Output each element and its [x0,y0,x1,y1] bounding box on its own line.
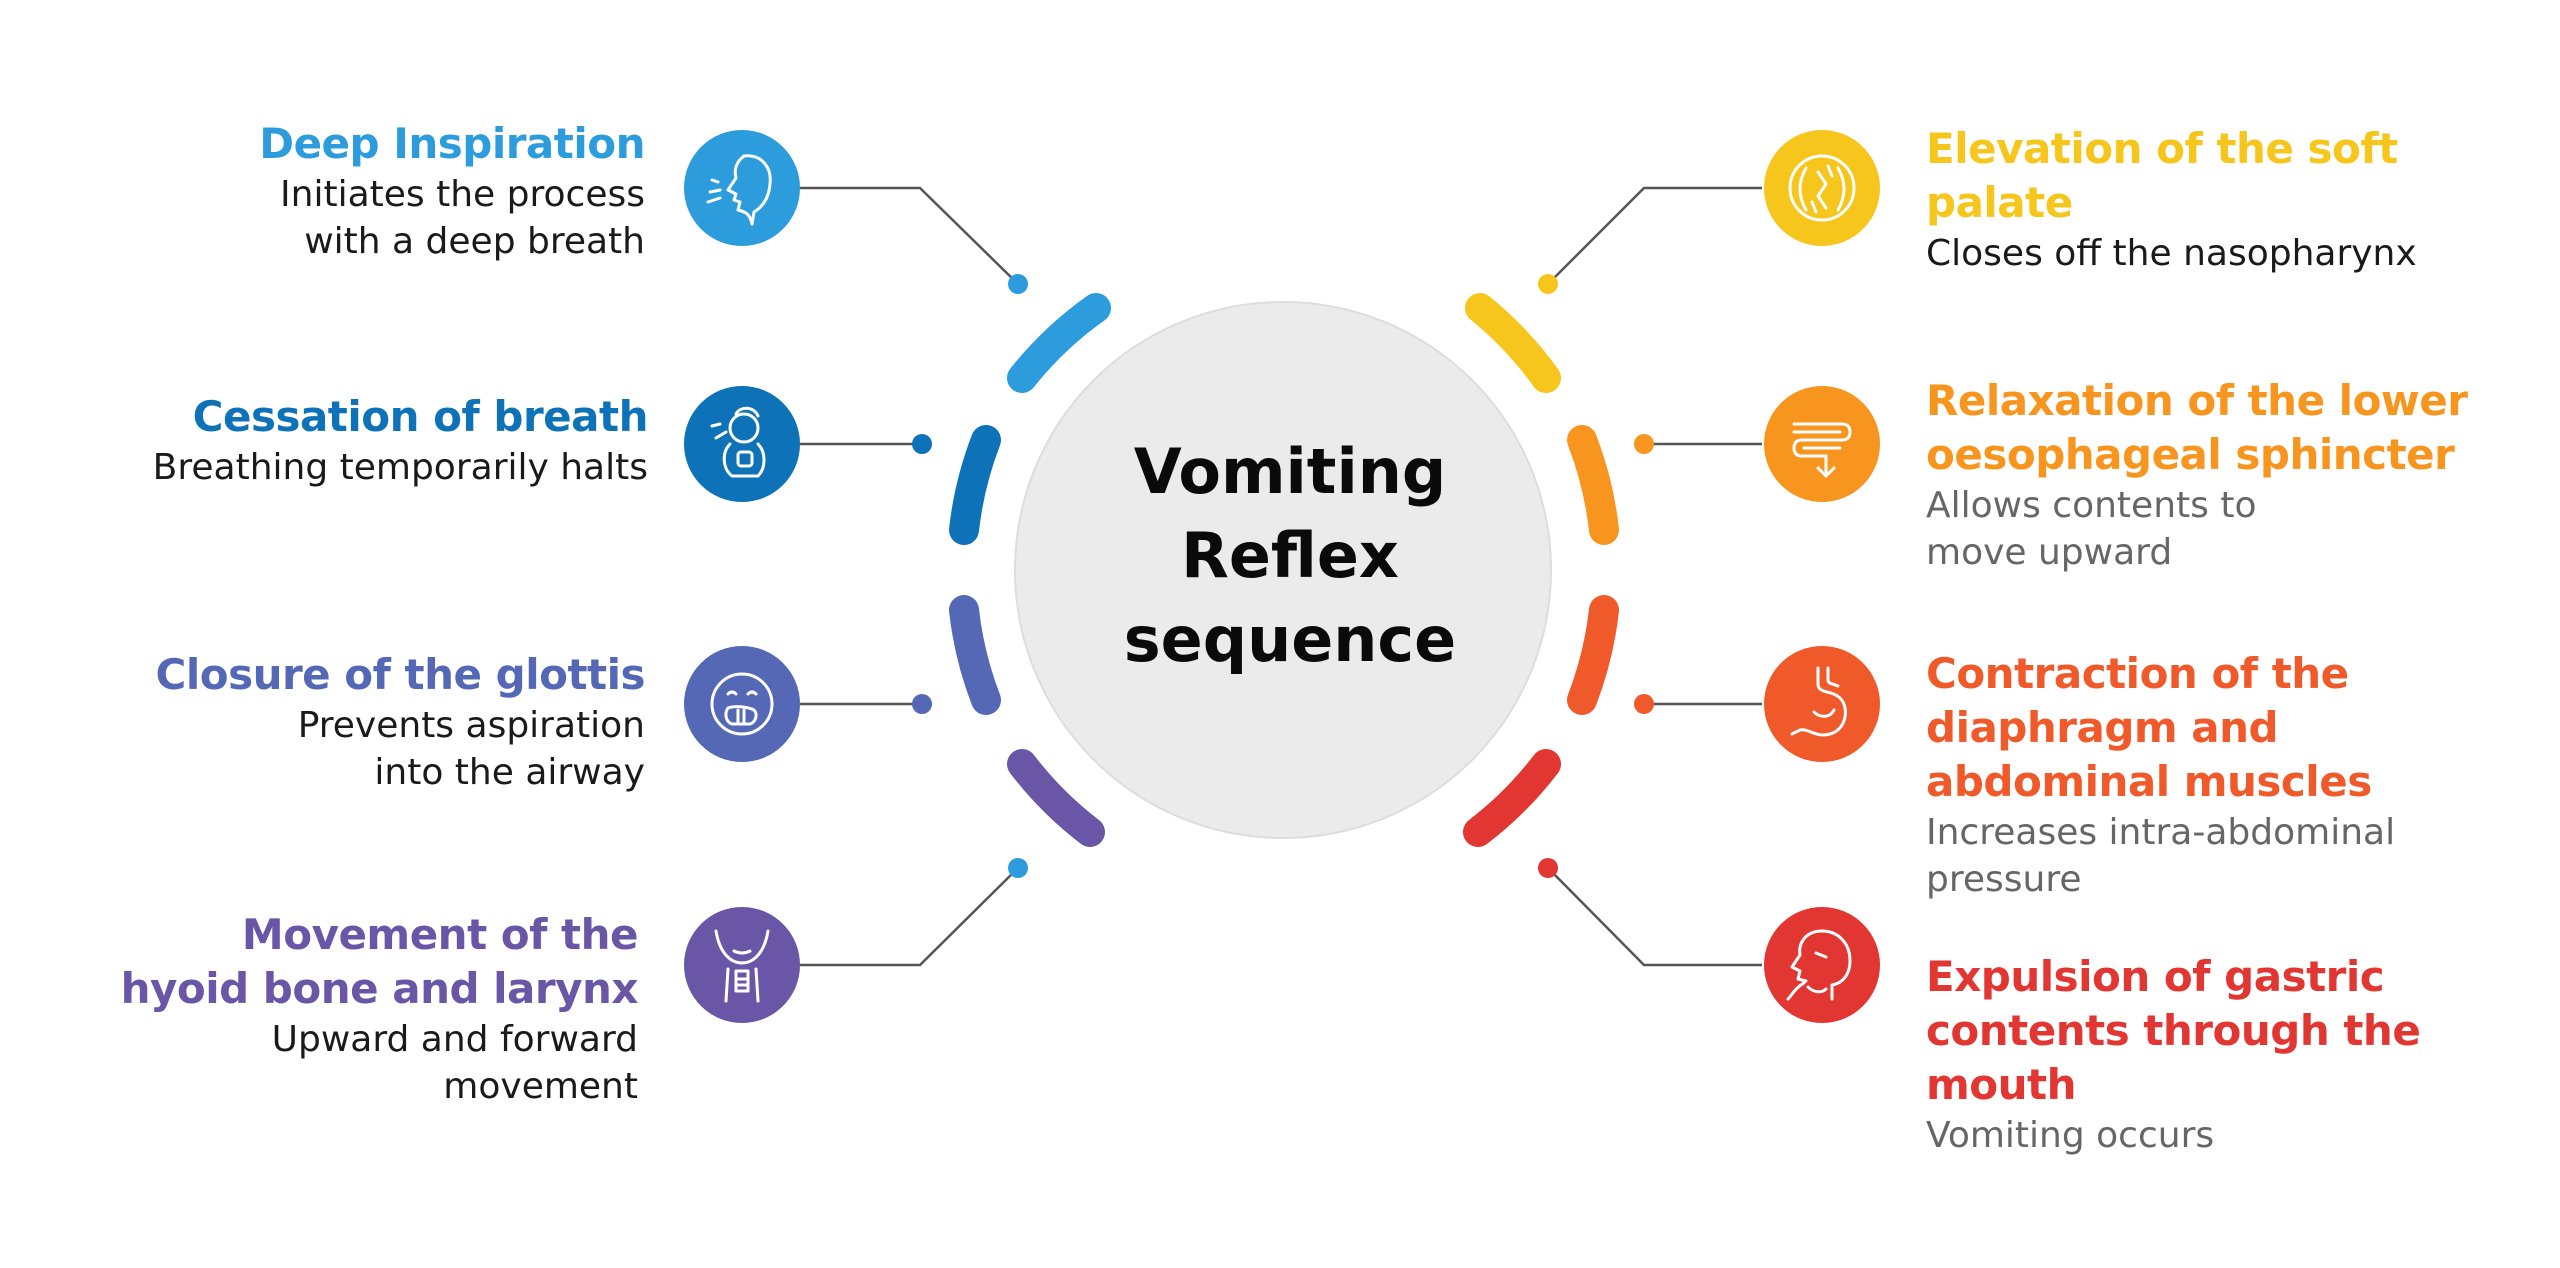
badge-cessation [684,386,800,502]
step-description: Upward and forward movement [121,1016,638,1110]
step-description: Initiates the process with a deep breath [259,171,645,265]
step-title: Movement of the hyoid bone and larynx [120,908,639,1016]
step-desc-line: Vomiting occurs [1926,1115,2215,1156]
step-title-line: mouth [1926,1060,2077,1109]
step-description: Allows contents to move upward [1926,482,2467,576]
step-title-line: Contraction of the [1926,649,2349,698]
step-title-line: diaphragm and [1926,703,2279,752]
step-desc-line: Prevents aspiration [297,705,645,746]
arc-diaphragm [1567,595,1619,715]
center-title-line-1: Vomiting [1133,435,1447,508]
nose-inhale-icon [706,154,772,226]
step-desc-line: Increases intra-abdominal [1926,812,2396,853]
ring-segments [949,293,1619,847]
throat-larynx-icon [714,929,770,1003]
dot-diaphragm [1634,694,1654,714]
step-title-line: Cessation of breath [192,392,649,441]
step-title-line: contents through the [1926,1006,2421,1055]
stomach-icon [1790,666,1847,737]
step-title: Expulsion of gastric contents through th… [1926,950,2421,1112]
arc-soft-palate [1465,293,1561,393]
step-title: Elevation of the soft palate [1926,122,2417,230]
step-title-line: hyoid bone and larynx [120,964,639,1013]
dot-deep-inspiration [1008,274,1028,294]
arc-deep-inspiration [1007,293,1111,393]
step-desc-line: Upward and forward [271,1019,638,1060]
step-desc-line: move upward [1926,532,2173,573]
arc-cessation [949,425,1001,545]
step-title: Deep Inspiration [259,117,645,171]
center-circle [1014,301,1552,839]
step-deep-inspiration: Deep Inspiration Initiates the process w… [259,117,645,265]
step-desc-line: Allows contents to [1926,485,2257,526]
step-title-line: Closure of the glottis [155,650,646,699]
step-diaphragm: Contraction of the diaphragm and abdomin… [1926,647,2395,903]
step-soft-palate: Elevation of the soft palate Closes off … [1926,122,2417,277]
step-desc-line: movement [443,1066,638,1107]
step-expulsion: Expulsion of gastric contents through th… [1926,950,2421,1159]
connector-lines [800,186,1762,967]
step-desc-line: into the airway [374,752,645,793]
step-title: Relaxation of the lower oesophageal sphi… [1926,374,2468,482]
dot-expulsion [1538,858,1558,878]
badge-deep-inspiration [684,130,800,246]
step-title: Cessation of breath [153,390,649,444]
arc-hyoid [1007,749,1105,847]
step-cessation: Cessation of breath Breathing temporaril… [153,390,649,491]
covered-mouth-face-icon [710,672,774,736]
step-desc-line: with a deep breath [304,221,645,262]
step-description: Closes off the nasopharynx [1926,230,2417,277]
step-title-line: Deep Inspiration [259,119,645,168]
step-title-line: oesophageal sphincter [1926,430,2455,479]
center-title: Vomiting Reflex sequence [1020,430,1560,682]
arc-glottis [949,595,1001,715]
dot-soft-palate [1538,274,1558,294]
center-title-line-3: sequence [1123,603,1457,676]
dot-glottis [912,694,932,714]
dot-hyoid [1008,858,1028,878]
badge-expulsion [1764,907,1880,1023]
step-sphincter: Relaxation of the lower oesophageal sphi… [1926,374,2468,576]
step-description: Vomiting occurs [1926,1112,2420,1159]
step-title-line: Elevation of the soft [1926,124,2398,173]
vomiting-head-icon [1786,929,1852,1001]
step-desc-line: Initiates the process [280,174,645,215]
step-glottis: Closure of the glottis Prevents aspirati… [156,648,646,796]
connector-deep-inspiration [800,186,1019,285]
step-description: Prevents aspiration into the airway [156,702,645,796]
step-title: Closure of the glottis [156,648,646,702]
badge-sphincter [1764,386,1880,502]
arc-sphincter [1567,425,1619,545]
badge-diaphragm [1764,646,1880,762]
step-desc-line: Breathing temporarily halts [152,447,648,488]
step-hyoid: Movement of the hyoid bone and larynx Up… [120,908,639,1110]
arc-expulsion [1463,749,1561,847]
connector-hyoid [800,867,1019,967]
nasal-cavity-icon [1788,154,1856,222]
step-title-line: abdominal muscles [1926,757,2372,806]
step-desc-line: pressure [1926,859,2082,900]
step-title: Contraction of the diaphragm and abdomin… [1926,647,2395,809]
connector-expulsion [1547,867,1762,967]
step-description: Breathing temporarily halts [153,444,648,491]
step-title-line: Expulsion of gastric [1926,952,2385,1001]
step-title-line: palate [1926,178,2073,227]
badge-hyoid [684,907,800,1023]
connector-soft-palate [1547,186,1762,285]
step-desc-line: Closes off the nasopharynx [1926,233,2417,274]
center-title-line-2: Reflex [1181,519,1399,592]
step-title-line: Movement of the [241,910,639,959]
step-title-line: Relaxation of the lower [1926,376,2468,425]
badge-glottis [684,646,800,762]
step-description: Increases intra-abdominal pressure [1926,809,2395,903]
dot-cessation [912,434,932,454]
dot-sphincter [1634,434,1654,454]
badge-soft-palate [1764,130,1880,246]
intestine-arrow-icon [1792,422,1852,478]
hold-breath-icon [710,406,766,478]
